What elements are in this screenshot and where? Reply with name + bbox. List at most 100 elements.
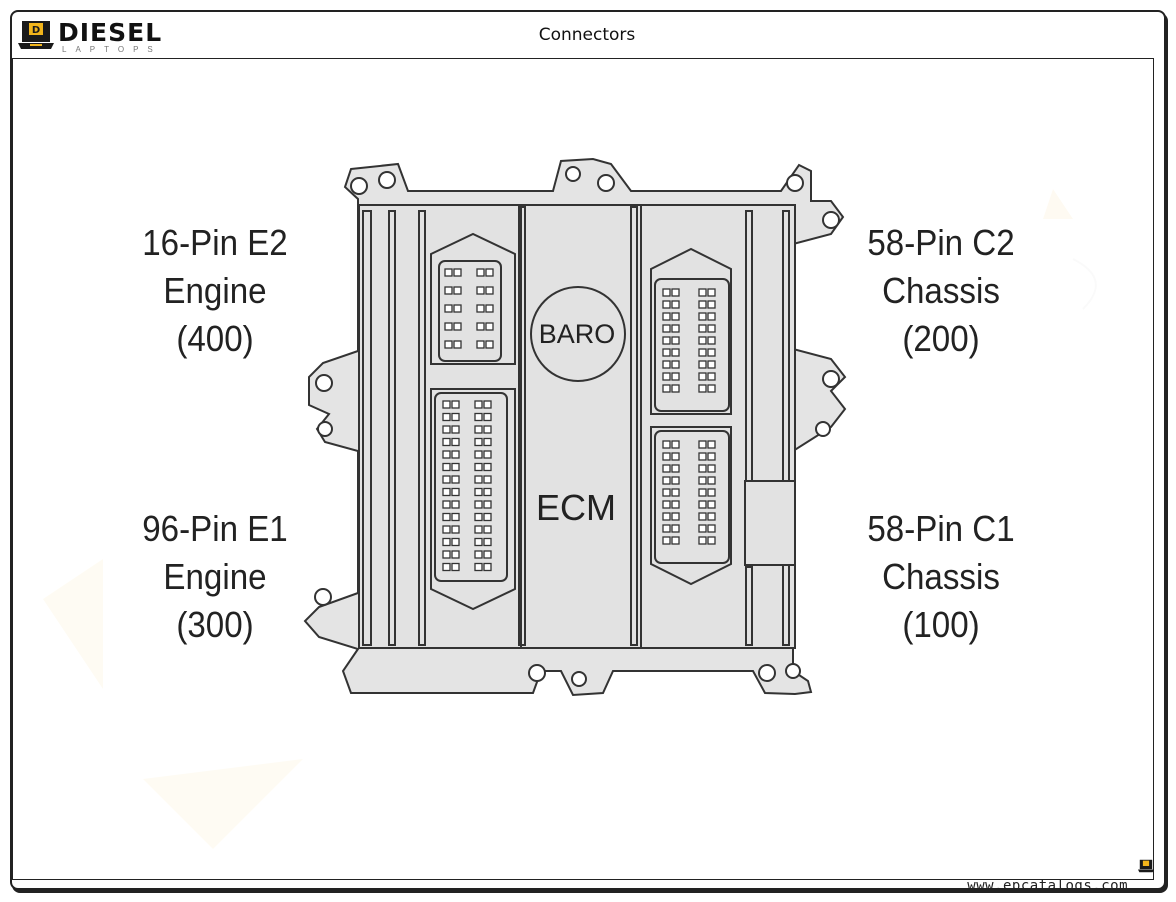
svg-text:D: D <box>32 25 40 36</box>
connector-pin <box>662 440 671 449</box>
connector-pin <box>442 537 451 547</box>
watermark-text: www.epcatalogs.com <box>967 878 1128 894</box>
connector-pin <box>474 550 483 559</box>
connector-pin <box>444 340 453 349</box>
connector-pin <box>451 525 460 534</box>
connector-pin <box>483 562 492 572</box>
connector-pin <box>707 348 716 357</box>
header: D DIESEL LAPTOPS Connectors <box>12 12 1162 58</box>
connector-pin <box>671 476 680 485</box>
connector-pin <box>671 536 680 545</box>
connector-pin <box>698 512 707 521</box>
baro-sensor <box>530 286 626 382</box>
connector-pin <box>451 412 460 422</box>
connector-pin <box>442 475 451 484</box>
connector-pin <box>476 268 485 277</box>
connector-pin <box>444 268 453 277</box>
connector-pin <box>671 336 680 345</box>
connector-pin <box>662 372 671 381</box>
connector-pin <box>662 476 671 485</box>
ecm-diagram: BARO ECM <box>43 157 1097 849</box>
connector-pin <box>442 450 451 459</box>
connector-pin <box>474 512 483 522</box>
connector-pin <box>698 488 707 497</box>
connector-pin <box>698 336 707 345</box>
connector-pin <box>707 500 716 509</box>
connector-pin <box>671 440 680 449</box>
logo-sub-text: LAPTOPS <box>62 45 162 54</box>
connector-pin <box>453 340 462 349</box>
connector-pin <box>483 437 492 447</box>
connector-pin <box>483 400 492 409</box>
connector-pin <box>453 286 462 295</box>
connector-e2-type: Engine <box>163 270 267 311</box>
connector-e2-body <box>438 260 502 362</box>
connector-e1-type: Engine <box>163 556 267 597</box>
connector-pin <box>444 286 453 295</box>
connector-c1-name: 58-Pin C1 <box>867 508 1015 549</box>
connector-pin <box>698 452 707 461</box>
connector-pin <box>671 372 680 381</box>
connector-pin <box>707 288 716 297</box>
connector-e2-code: (400) <box>176 318 254 359</box>
connector-pins <box>442 268 716 572</box>
connector-pin <box>485 340 494 349</box>
connector-pin <box>442 512 451 522</box>
connector-pin <box>444 322 453 331</box>
connector-pin <box>451 475 460 484</box>
connector-pin <box>698 524 707 533</box>
connector-pin <box>662 288 671 297</box>
connector-pin <box>707 512 716 521</box>
connector-pin <box>474 562 483 572</box>
connector-pin <box>483 475 492 484</box>
connector-pin <box>698 312 707 321</box>
connector-pin <box>451 562 460 572</box>
connector-pin <box>474 450 483 459</box>
connector-pin <box>698 464 707 473</box>
connector-pin <box>671 488 680 497</box>
connector-pin <box>483 462 492 472</box>
connector-pin <box>707 536 716 545</box>
connector-pin <box>698 536 707 545</box>
connector-pin <box>485 268 494 277</box>
connector-c1-code: (100) <box>902 604 980 645</box>
background-watermark <box>43 189 1097 849</box>
connector-pin <box>671 300 680 309</box>
connector-pin <box>698 360 707 369</box>
connector-pin <box>451 550 460 559</box>
connector-pin <box>474 462 483 472</box>
connector-pin <box>451 437 460 447</box>
connector-e2-name: 16-Pin E2 <box>142 222 288 263</box>
connector-pin <box>662 336 671 345</box>
connector-pin <box>451 537 460 547</box>
connector-pin <box>662 464 671 473</box>
connector-pin <box>707 452 716 461</box>
connector-pin <box>671 384 680 393</box>
connector-c2-label: 58-Pin C2 Chassis (200) <box>821 219 1060 363</box>
connector-pin <box>474 475 483 484</box>
laptop-d-icon <box>1138 859 1154 873</box>
connector-pin <box>698 384 707 393</box>
connector-pin <box>442 437 451 447</box>
connector-pin <box>474 525 483 534</box>
connector-pin <box>698 372 707 381</box>
connector-pin <box>662 500 671 509</box>
connector-pin <box>485 286 494 295</box>
ecm-ribs <box>362 205 796 648</box>
connector-pin <box>662 384 671 393</box>
connector-pin <box>671 360 680 369</box>
connector-pin <box>698 288 707 297</box>
connector-pin <box>451 450 460 459</box>
connector-pin <box>671 524 680 533</box>
connector-pin <box>451 512 460 522</box>
connector-pin <box>662 300 671 309</box>
connector-e1-code: (300) <box>176 604 254 645</box>
connector-pin <box>662 348 671 357</box>
mounting-holes <box>314 166 840 687</box>
baro-label: BARO <box>539 319 616 349</box>
connector-pin <box>707 372 716 381</box>
connector-pin <box>474 500 483 509</box>
connector-c1-label: 58-Pin C1 Chassis (100) <box>821 505 1060 649</box>
connector-pin <box>476 340 485 349</box>
connector-c2-type: Chassis <box>882 270 1000 311</box>
